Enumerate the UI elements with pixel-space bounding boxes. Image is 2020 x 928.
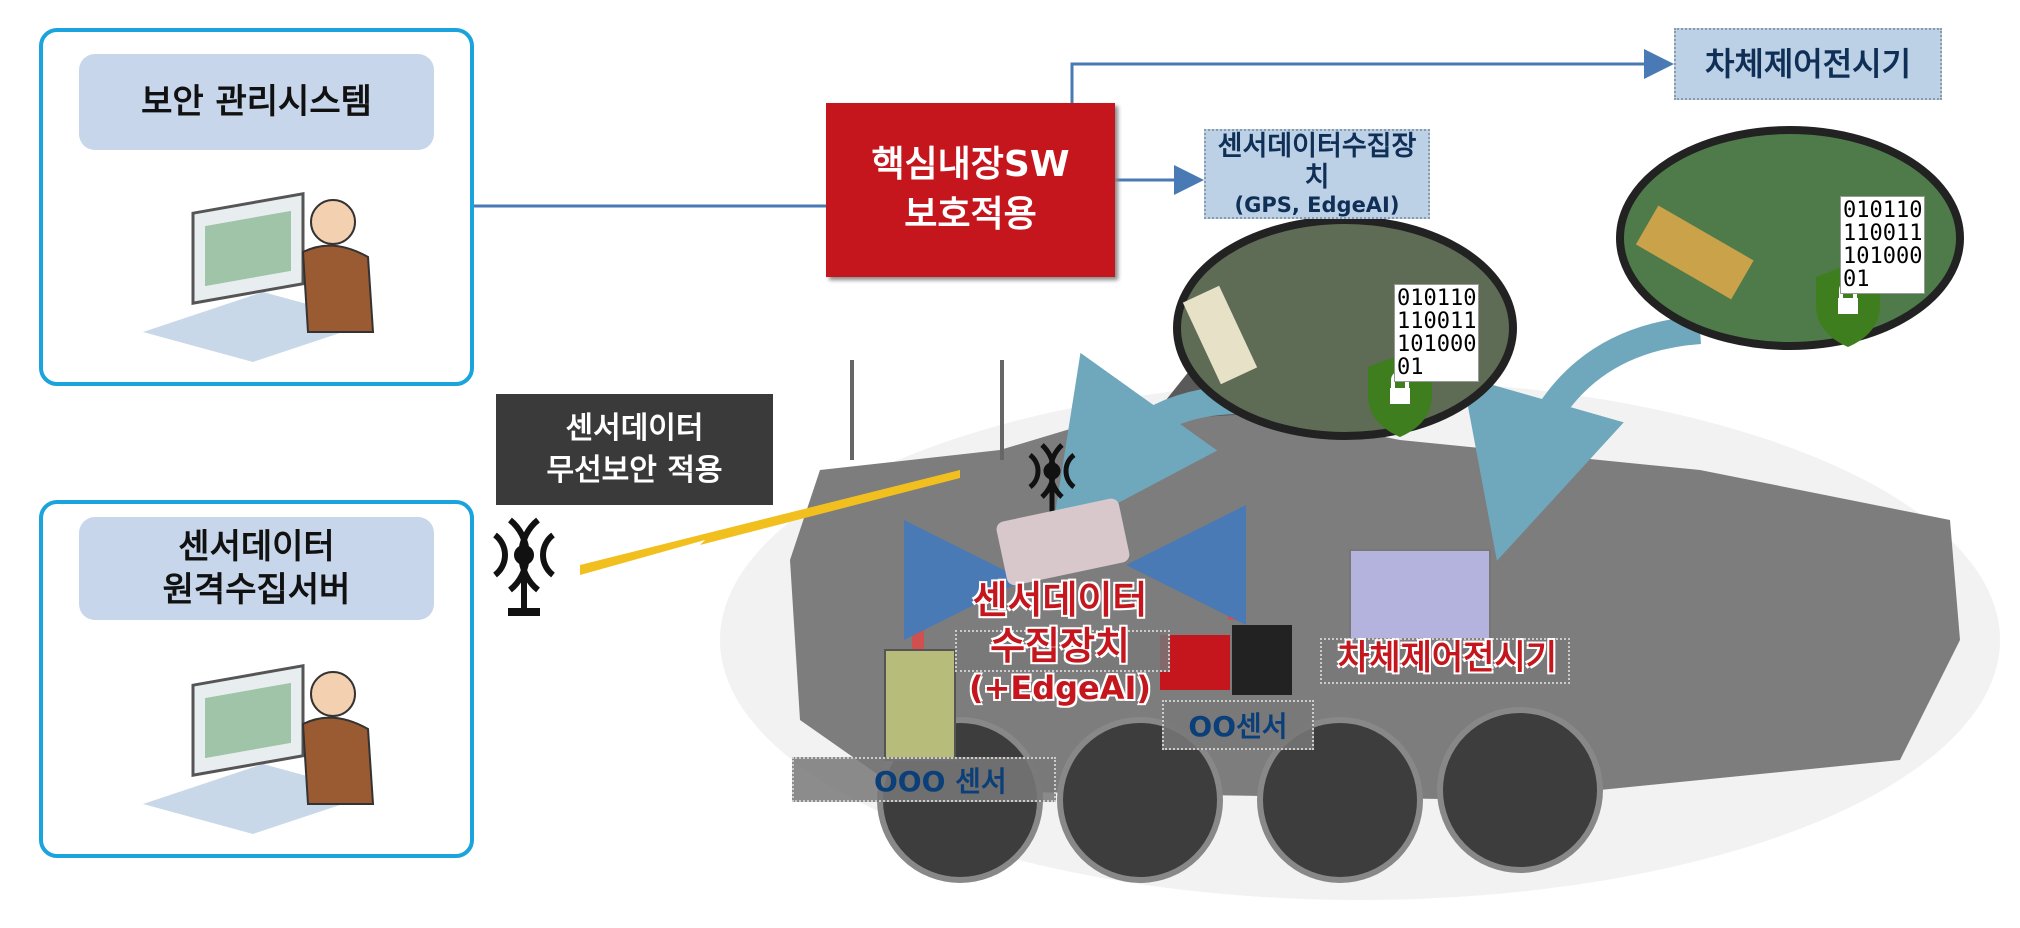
- antenna-icon-ground: [493, 517, 555, 616]
- panel-title: 보안 관리시스템: [79, 54, 434, 150]
- oo-sensor-label: OO센서: [1162, 700, 1314, 750]
- binary-line: 101000: [1397, 332, 1477, 358]
- sensor-collector-label-line2: (GPS, EdgeAI): [1234, 192, 1400, 217]
- collector-device-image: [996, 498, 1130, 586]
- binary-line: 01: [1397, 355, 1424, 381]
- collector-label-line1: 센서데이터: [972, 578, 1148, 622]
- binary-line: 101000: [1843, 244, 1923, 270]
- curved-arrow-body-control: [1462, 316, 1702, 561]
- collector-label-line3: (+EdgeAI): [968, 669, 1152, 708]
- body-control-vehicle-label-background: [1320, 638, 1570, 684]
- sensor-collector-label-line1: 센서데이터수집장치: [1217, 130, 1417, 193]
- oo-sensor-camera-image: [1160, 635, 1230, 690]
- wireless-box-line2: 무선보안 적용: [546, 452, 723, 488]
- binary-document-icon: 010110 110011 101000 01: [1840, 196, 1926, 295]
- core-embedded-sw-protection-box: 핵심내장SW 보호적용: [826, 103, 1115, 277]
- sensor-collector-label: 센서데이터수집장치 (GPS, EdgeAI): [1204, 129, 1430, 219]
- sensor-data-remote-server-panel: 센서데이터 원격수집서버: [39, 500, 474, 858]
- oo-sensor-lens-image: [1232, 625, 1292, 695]
- body-control-vehicle-label: 차체제어전시기: [1338, 638, 1557, 678]
- panel-title: 센서데이터 원격수집서버: [79, 517, 434, 620]
- operator-at-computer-icon: [143, 192, 375, 362]
- wireless-link-bolt: [580, 470, 960, 575]
- wireless-box-line1: 센서데이터: [565, 410, 704, 446]
- arrow-core-to-body-control: [1070, 49, 1674, 103]
- collector-label-line2: 수집장치: [990, 623, 1130, 668]
- binary-line: 010110: [1397, 286, 1477, 311]
- ooo-sensor-label: OOO 센서: [792, 757, 1056, 802]
- binary-line: 010110: [1843, 198, 1923, 223]
- collector-label-background: [955, 630, 1170, 672]
- flow-arrow-ooo-sensor: [904, 520, 1024, 650]
- body-control-device-image: [1349, 549, 1491, 651]
- core-box-line1: 핵심내장SW: [871, 143, 1070, 185]
- body-control-label: 차체제어전시기: [1674, 28, 1942, 100]
- collector-vehicle-label: 센서데이터 수집장치 (+EdgeAI): [960, 578, 1160, 708]
- binary-line: 01: [1843, 267, 1870, 293]
- core-box-line2: 보호적용: [904, 194, 1037, 235]
- ooo-sensor-device-image: [884, 649, 956, 761]
- wireless-security-box: 센서데이터 무선보안 적용: [496, 394, 773, 505]
- binary-document-icon: 010110 110011 101000 01: [1394, 284, 1480, 383]
- operator-at-computer-icon: [143, 664, 375, 834]
- binary-line: 110011: [1397, 309, 1477, 335]
- binary-line: 110011: [1843, 221, 1923, 247]
- flow-arrow-oo-sensor: [1126, 505, 1246, 625]
- security-management-system-panel: 보안 관리시스템: [39, 28, 474, 386]
